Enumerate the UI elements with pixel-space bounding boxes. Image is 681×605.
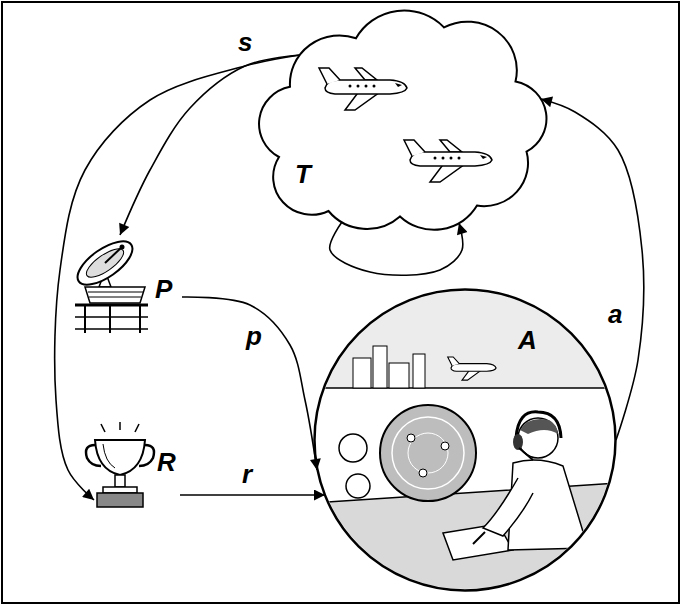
airplane-icon-part xyxy=(395,83,402,87)
airplane-icon-part xyxy=(458,157,461,160)
airplane-icon-part xyxy=(357,85,360,88)
controller-illustration-part-part xyxy=(520,419,558,434)
airplane-icon-part xyxy=(434,157,437,160)
radar-icon-part xyxy=(71,233,139,293)
trophy-icon-part xyxy=(97,493,143,507)
signal-label: s xyxy=(236,28,254,57)
controller-illustration-part-part xyxy=(516,412,561,438)
trophy-icon xyxy=(86,422,154,507)
controller-illustration-part-part xyxy=(313,288,617,388)
controller-illustration-part-part xyxy=(407,434,415,442)
node-letter: T xyxy=(295,160,311,189)
airplane-icon-part xyxy=(355,68,377,80)
trophy-icon-part xyxy=(115,475,125,487)
controller-illustration-part-part-part xyxy=(448,357,460,366)
reward-trophy: R xyxy=(85,430,185,520)
radar-icon-part xyxy=(105,247,122,263)
airplane-icon xyxy=(404,140,492,182)
controller-illustration-part-part xyxy=(413,354,425,388)
airplane-icon-part xyxy=(410,152,492,166)
controller-illustration-part-part xyxy=(353,358,371,388)
airplane-icon-part xyxy=(480,155,487,159)
trophy-icon-part xyxy=(101,424,105,432)
radar-icon-part xyxy=(85,287,145,303)
controller-illustration-part-part-part xyxy=(451,364,496,372)
radar-icon-part xyxy=(75,328,148,330)
controller-illustration-part-part xyxy=(448,357,496,380)
trophy-icon-part xyxy=(135,424,139,432)
airplane-icon-part xyxy=(450,157,453,160)
controller-illustration-part-part xyxy=(419,469,427,477)
circle-outline xyxy=(315,290,616,591)
trophy-icon-part xyxy=(95,440,145,475)
node-letter: P xyxy=(155,275,172,304)
airplane-icon-part xyxy=(349,85,352,88)
controller-illustration-part-part xyxy=(519,448,533,460)
controller-illustration-part-part xyxy=(339,434,367,462)
controller-illustration-part-part xyxy=(483,478,533,536)
state-arrow xyxy=(120,55,300,235)
reward-arrow xyxy=(180,494,325,496)
radar-icon-part xyxy=(82,244,127,282)
signal-label: p xyxy=(244,322,264,351)
agent-circle: A xyxy=(313,288,617,592)
circle-outline xyxy=(313,288,617,592)
controller-illustration xyxy=(313,288,617,592)
airplane-icon-part xyxy=(319,68,340,84)
controller-illustration-part-part xyxy=(441,442,449,450)
cloud-outline xyxy=(259,11,546,230)
airplane-icon-part xyxy=(442,157,445,160)
radar-icon-part xyxy=(75,316,148,318)
node-letter: A xyxy=(518,326,537,355)
signal-label: a xyxy=(606,300,624,329)
radar-icon-part xyxy=(89,297,141,298)
controller-illustration-part-part xyxy=(389,363,409,388)
airplane-icon-part xyxy=(325,80,407,94)
percept-arrow xyxy=(182,297,317,470)
controller-illustration-part-part xyxy=(392,417,464,489)
trophy-icon-part xyxy=(103,487,137,493)
state-arrow xyxy=(55,55,300,500)
radar-sensor: P xyxy=(60,225,190,340)
node-letter: R xyxy=(157,448,176,477)
environment-cloud: T xyxy=(235,0,555,240)
airplane-icon xyxy=(319,68,407,110)
controller-illustration-part-part xyxy=(346,474,370,498)
airplane-icon-part xyxy=(440,140,462,152)
airplane-icon-part xyxy=(404,140,425,156)
radar-icon-part xyxy=(120,245,125,250)
radar-icon xyxy=(71,233,148,333)
controller-illustration-part-part xyxy=(373,346,387,388)
action-arrow xyxy=(541,99,644,440)
cloud-outline xyxy=(235,0,555,240)
signal-label: r xyxy=(240,460,254,489)
radar-icon-part xyxy=(88,292,143,293)
controller-illustration-part-part xyxy=(408,433,448,473)
trophy-icon-part xyxy=(103,444,115,468)
controller-illustration-part xyxy=(313,288,617,592)
airplane-icon-part xyxy=(365,85,368,88)
controller-illustration-part-part xyxy=(473,532,485,544)
controller-illustration-part-part xyxy=(513,434,523,450)
trophy-icon-part xyxy=(119,422,121,430)
airplane-icon-part xyxy=(373,85,376,88)
controller-illustration-part-part xyxy=(380,405,476,501)
